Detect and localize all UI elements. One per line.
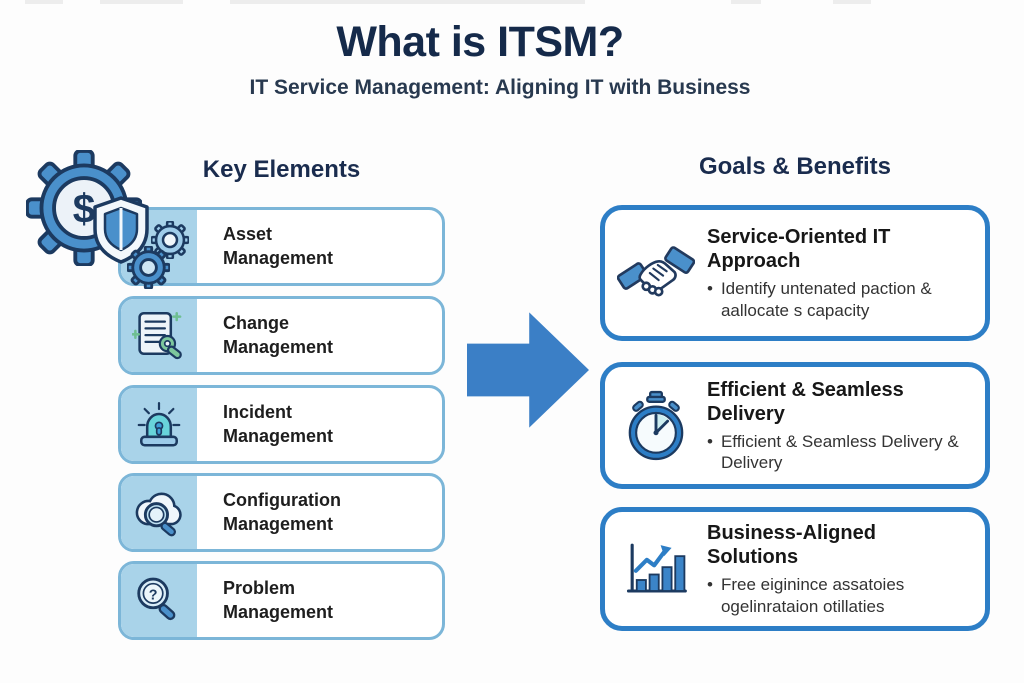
incident-icon-panel	[121, 388, 197, 461]
bullet-dot: •	[707, 279, 713, 299]
key-element-label: Configuration Management	[223, 490, 341, 534]
crop-artifact	[100, 0, 183, 4]
goal-bullet: • Efficient & Seamless Delivery & Delive…	[707, 431, 959, 472]
svg-text:$: $	[73, 186, 96, 232]
goal-bullet: • Identify untenated paction & aallocate…	[707, 279, 932, 320]
right-arrow-icon	[467, 312, 589, 428]
growth-chart-icon	[626, 543, 687, 593]
change-icon-panel	[121, 299, 197, 372]
key-element-label: Change Management	[223, 313, 334, 357]
magnifier-question-icon: ?	[137, 577, 176, 620]
key-element-card-incident: Incident Management	[118, 385, 445, 464]
key-elements-heading: Key Elements	[202, 156, 361, 183]
bullet-dot: •	[707, 575, 713, 595]
goal-title: Efficient & Seamless Delivery	[707, 378, 904, 425]
shield-icon	[93, 196, 149, 264]
small-gear-icon	[127, 246, 170, 289]
goal-title: Business-Aligned Solutions	[707, 522, 876, 569]
crop-artifact	[230, 0, 585, 4]
bullet-dot: •	[707, 431, 713, 451]
small-gear-icon	[151, 221, 189, 259]
configuration-icon-panel	[121, 476, 197, 549]
key-element-label: Incident Management	[223, 402, 334, 446]
goal-card-efficient-delivery: Efficient & Seamless Delivery • Efficien…	[600, 362, 990, 489]
key-element-label: Problem Management	[223, 578, 334, 622]
goal-bullet: • Free eiginince assatoies ogelinrataion…	[707, 575, 905, 616]
key-element-label: Asset Management	[223, 224, 334, 268]
goal-card-business-aligned: Business-Aligned Solutions • Free eigini…	[600, 507, 990, 631]
goal-card-service-oriented: Service-Oriented IT Approach • Identify …	[600, 205, 990, 341]
key-element-card-change: Change Management	[118, 296, 445, 375]
problem-icon-panel: ?	[121, 564, 197, 637]
page-subtitle: IT Service Management: Aligning IT with …	[249, 76, 751, 99]
document-wrench-icon	[132, 311, 182, 359]
key-element-card-configuration: Configuration Management	[118, 473, 445, 552]
key-element-card-problem: ? Problem Management	[118, 561, 445, 640]
goals-benefits-heading: Goals & Benefits	[698, 153, 892, 180]
crop-artifact	[731, 0, 761, 4]
goal-title: Service-Oriented IT Approach	[707, 226, 891, 273]
svg-text:?: ?	[149, 587, 158, 603]
stopwatch-icon	[628, 390, 684, 460]
page-title: What is ITSM?	[336, 18, 624, 66]
crop-artifact	[833, 0, 871, 4]
alarm-siren-icon	[137, 401, 181, 447]
handshake-icon	[617, 246, 695, 297]
crop-artifact	[25, 0, 63, 4]
cloud-magnifier-icon	[135, 492, 182, 536]
